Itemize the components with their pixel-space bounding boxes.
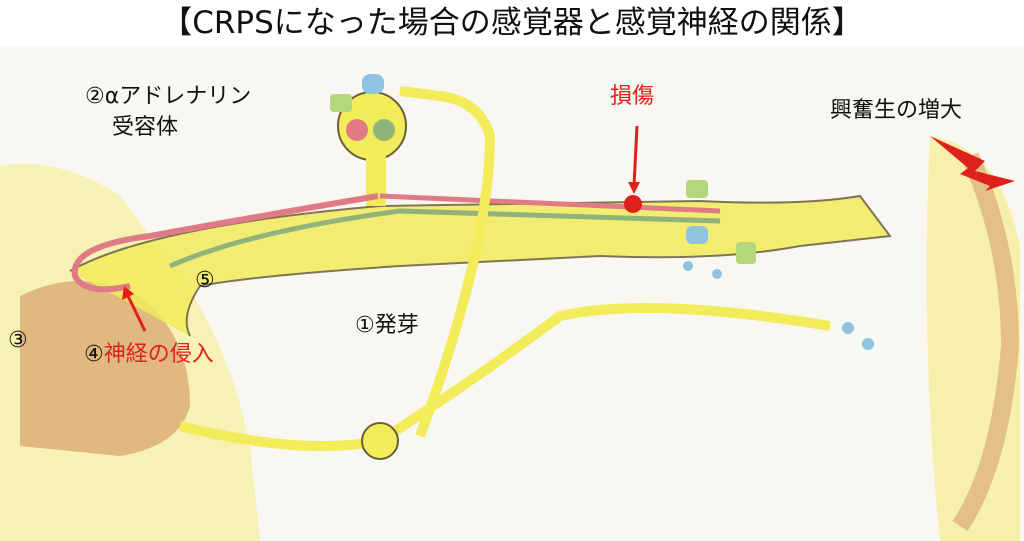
damage-arrow xyxy=(632,125,639,187)
receptor-blue xyxy=(362,74,384,94)
green-cell xyxy=(373,119,395,141)
diagram-title: 【CRPSになった場合の感覚器と感覚神経の関係】 xyxy=(161,5,863,41)
label-five: ⑤ xyxy=(195,268,215,293)
receptor-green xyxy=(330,94,352,112)
afferent-fiber-lower xyxy=(178,303,831,451)
nerve-illustration xyxy=(0,74,1020,541)
sprouting-label: ①発芽 xyxy=(355,313,419,338)
sprouting-fiber xyxy=(399,86,496,438)
dorsal-root-ganglion xyxy=(361,422,399,460)
damage-site xyxy=(624,195,642,213)
alpha-receptor-label-line2: 受容体 xyxy=(112,115,179,140)
nerve-invasion-label: ④神経の侵入 xyxy=(84,342,214,367)
dorsal-horn-tissue xyxy=(20,281,190,456)
alpha-receptor-label: ②αアドレナリン xyxy=(85,84,252,109)
lightning-icon xyxy=(930,136,1015,191)
red-fiber xyxy=(71,193,379,293)
excitability-label: 興奮生の増大 xyxy=(830,98,963,123)
green-fiber xyxy=(168,208,721,269)
damage-label: 損傷 xyxy=(610,84,655,109)
invasion-arrow xyxy=(126,295,147,332)
label-three: ③ xyxy=(8,328,28,353)
red-cell xyxy=(346,119,368,141)
red-fiber-distal xyxy=(379,193,721,214)
